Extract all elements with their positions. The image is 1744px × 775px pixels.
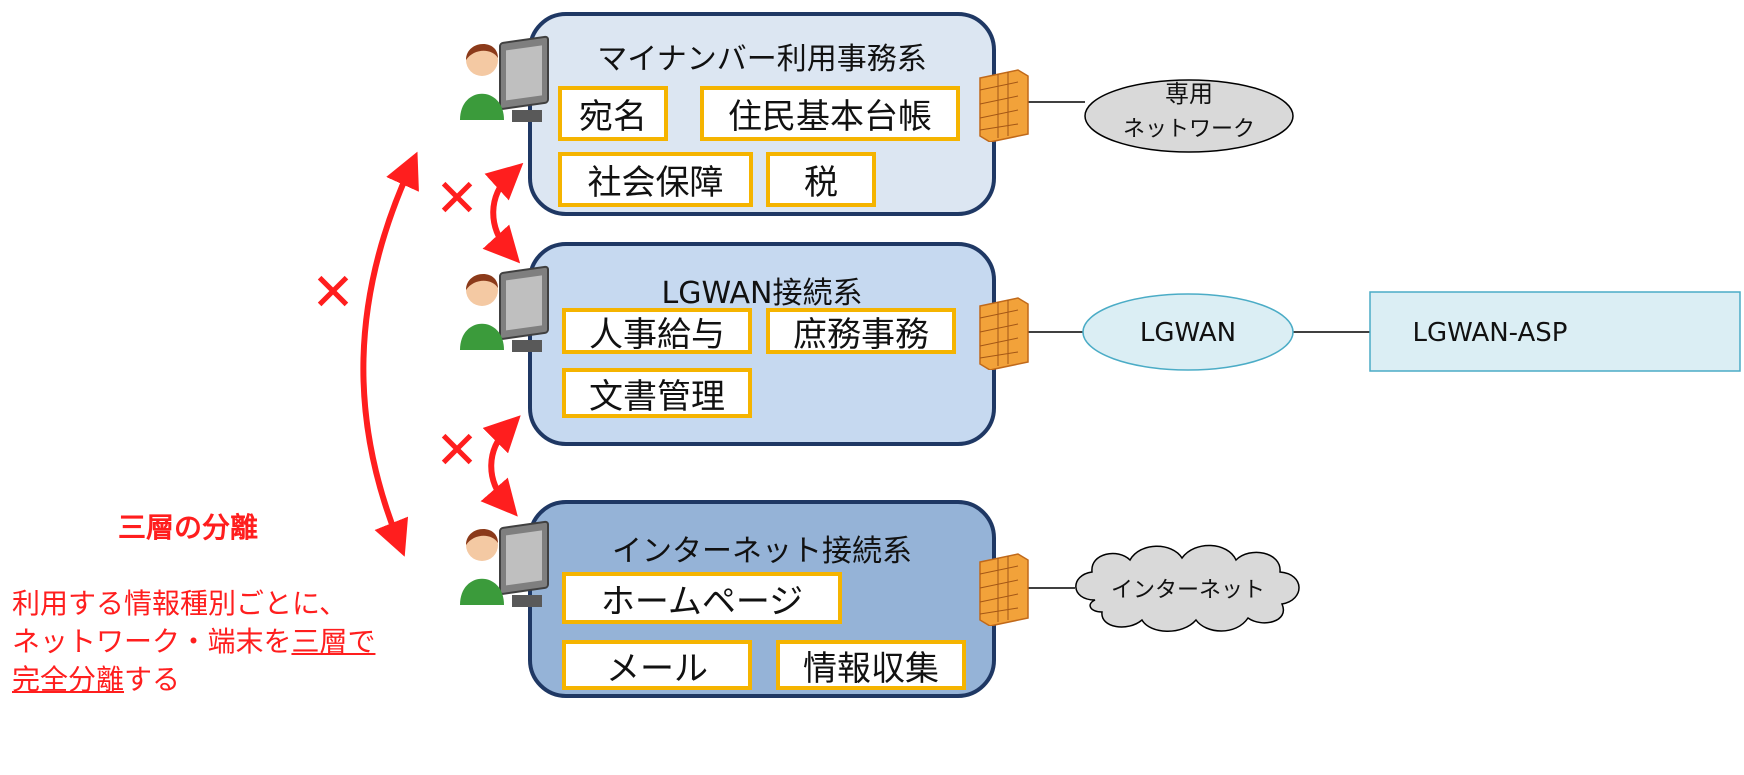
zone-internet-panel: インターネット接続系 ホームページ メール 情報収集 [528,500,996,698]
zone-mynumber-title: マイナンバー利用事務系 [597,42,927,77]
service-juminkihon: 住民基本台帳 [700,86,960,141]
user-terminal-icon-1 [460,35,549,122]
service-johoshushu: 情報収集 [776,640,966,690]
zone-internet-title: インターネット接続系 [612,534,912,569]
user-terminal-icon-3 [460,520,549,607]
arrow-zone2-zone3 [480,415,521,517]
x-mark-lower: ✕ [435,421,479,481]
user-terminal-icon-2 [460,265,549,352]
x-mark-big: ✕ [311,263,355,323]
dedicated-network-label-1: 専用 [1165,80,1213,108]
firewall-icon-3 [979,553,1029,626]
big-separation-arrow [360,151,419,557]
zone-lgwan-title: LGWAN接続系 [661,276,863,311]
zone-lgwan-panel: LGWAN接続系 人事給与 庶務事務 文書管理 [528,242,996,446]
separation-title: 三層の分離 [118,511,259,544]
lgwan-asp-label: LGWAN-ASP [1413,318,1568,348]
firewall-icon-2 [979,297,1029,370]
separation-desc-part-5: する [124,663,181,696]
lgwan-asp-box [1369,291,1741,372]
service-zei: 税 [766,152,876,207]
separation-desc-part-4: 完全分離 [12,663,125,696]
service-homepage: ホームページ [562,572,842,624]
service-bunshokanri: 文書管理 [562,368,752,418]
separation-desc-part-1: 利用する情報種別ごとに、 [12,587,348,620]
service-shomujimu: 庶務事務 [766,308,956,355]
internet-cloud [1075,544,1300,632]
service-jinjikyuyo: 人事給与 [562,308,752,355]
lgwan-ellipse [1082,293,1294,371]
x-mark-upper: ✕ [435,169,479,229]
separation-desc-part-2: ネットワーク・端末を [12,625,292,658]
service-mail: メール [562,640,752,690]
lgwan-label: LGWAN [1140,318,1236,348]
dedicated-network-label-2: ネットワーク [1123,117,1255,142]
service-atena: 宛名 [558,86,668,141]
separation-desc-part-3: 三層で [291,625,376,658]
zone-mynumber-panel: マイナンバー利用事務系 宛名 住民基本台帳 社会保障 税 [528,12,996,216]
arrow-zone1-zone2 [482,162,524,264]
internet-label: インターネット [1111,578,1265,603]
service-shakaihosho: 社会保障 [558,152,753,207]
dedicated-network-ellipse [1084,79,1294,153]
separation-description: 利用する情報種別ごとに、 ネットワーク・端末を三層で 完全分離する [12,585,392,699]
firewall-icon-1 [979,69,1029,142]
